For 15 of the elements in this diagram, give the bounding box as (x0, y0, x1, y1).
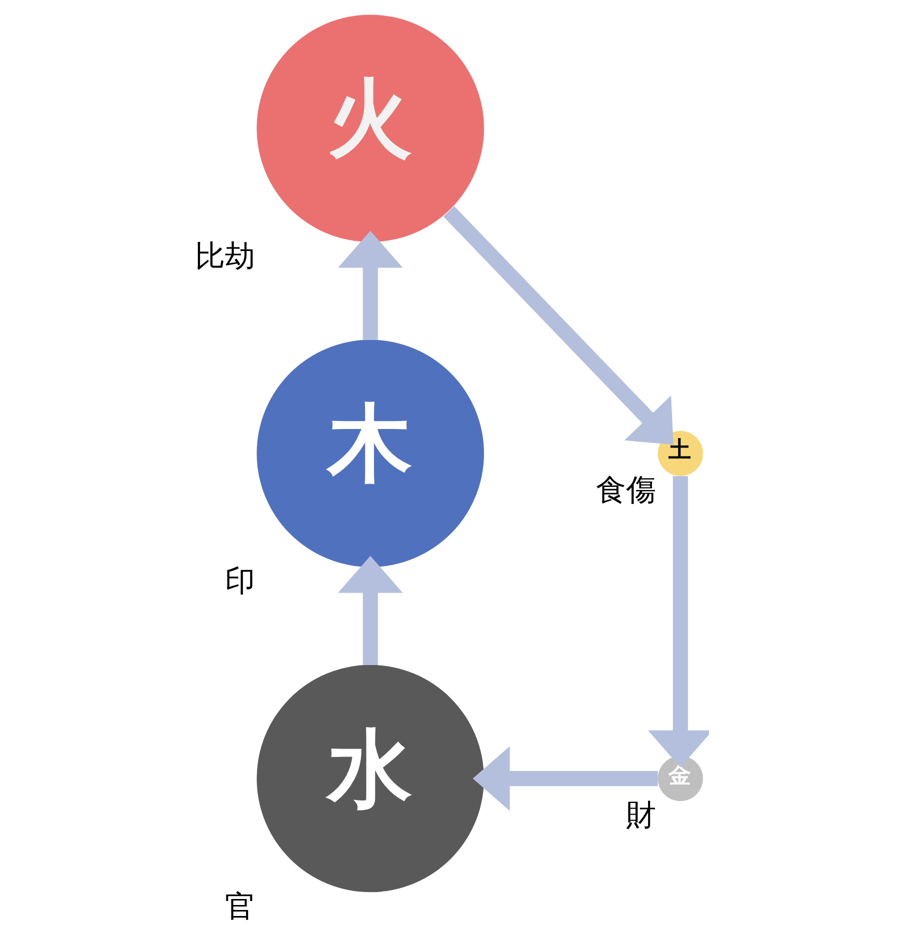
node-circle: 土 (658, 430, 703, 476)
node-label: 財 (626, 798, 656, 834)
arrow (648, 476, 709, 768)
node-circle: 木 (256, 340, 484, 568)
node-label: 食傷 (596, 473, 656, 508)
arrow (443, 206, 674, 445)
arrow (472, 746, 658, 811)
arrow (338, 556, 403, 665)
node-label: 官 (225, 889, 256, 924)
node-circle: 水 (256, 664, 484, 892)
node-label: 比劫 (195, 239, 256, 274)
arrow (338, 230, 403, 340)
node-circle: 火 (256, 14, 484, 242)
node-label: 印 (225, 564, 256, 600)
node-circle: 金 (658, 756, 703, 802)
